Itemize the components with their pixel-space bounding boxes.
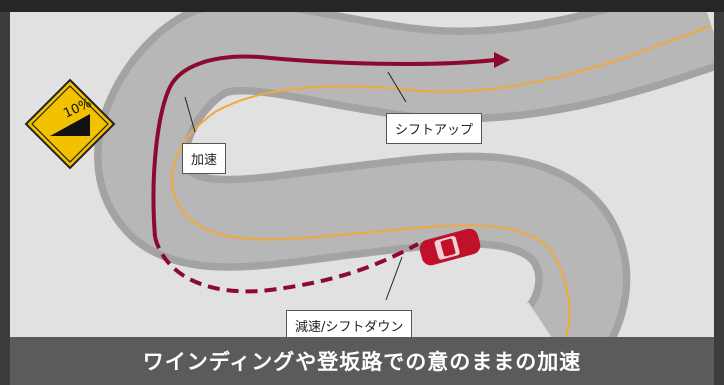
left-border (0, 12, 10, 385)
grade-sign: 10% (24, 78, 116, 170)
grade-slope-icon (50, 114, 90, 136)
car (419, 228, 481, 266)
caption: ワインディングや登坂路での意のままの加速 (142, 350, 582, 374)
route-decelerate (153, 236, 419, 294)
route-accelerate (151, 54, 496, 238)
lane-line (171, 25, 711, 337)
pointer-shiftup (387, 71, 407, 103)
route-arrowhead (494, 52, 510, 68)
caption-bar: ワインディングや登坂路での意のままの加速 (10, 337, 714, 385)
road-illustration (94, 12, 714, 337)
road-scene: 加速 シフトアップ 減速/シフトダウン (10, 12, 714, 337)
right-border (714, 12, 724, 385)
pointer-shiftdown (385, 256, 403, 301)
label-shift-up: シフトアップ (386, 113, 483, 144)
label-acceleration: 加速 (182, 143, 227, 174)
label-decel-shift-down: 減速/シフトダウン (286, 310, 413, 337)
pointer-accel (184, 96, 196, 133)
top-bar (0, 0, 724, 12)
